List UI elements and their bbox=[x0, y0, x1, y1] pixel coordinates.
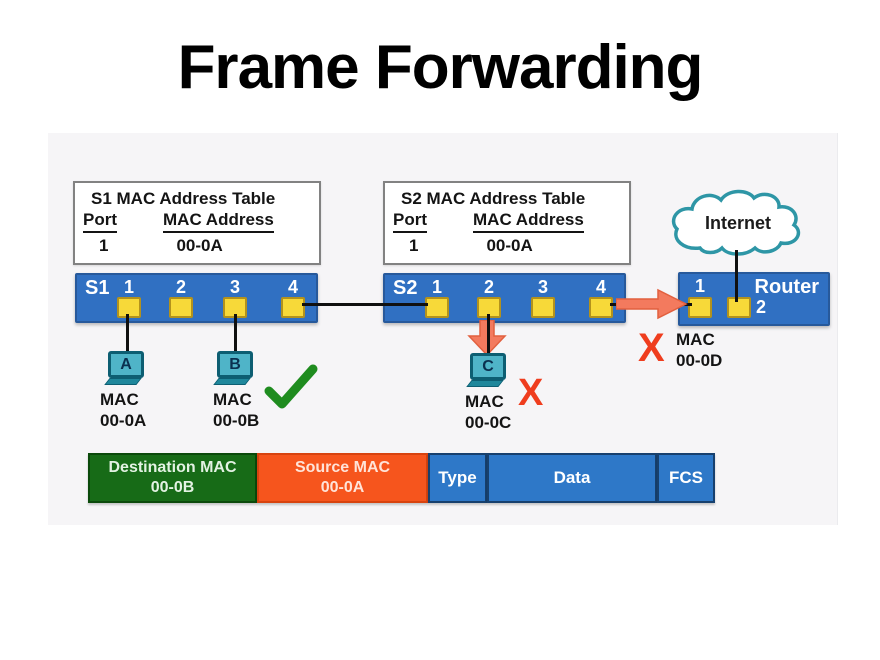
switch-s2: S2 1 2 3 4 bbox=[383, 273, 626, 323]
wire-cloud-router bbox=[735, 250, 738, 302]
forward-arrow-icon bbox=[616, 288, 688, 320]
host-b-letter: B bbox=[229, 355, 241, 373]
host-b-keyboard-icon bbox=[213, 378, 251, 385]
router-port-1-number: 1 bbox=[695, 276, 706, 296]
frame-destination-mac: Destination MAC 00-0B bbox=[88, 453, 257, 503]
host-b-mac-label: MAC bbox=[213, 390, 252, 409]
s2-mac-table: S2 MAC Address Table Port MAC Address 1 … bbox=[383, 181, 631, 265]
router-label: Router bbox=[754, 276, 819, 298]
switch-s2-label: S2 bbox=[393, 277, 418, 299]
internet-label: Internet bbox=[704, 213, 771, 233]
check-mark-icon bbox=[264, 364, 318, 409]
s1-table-title: S1 MAC Address Table bbox=[91, 189, 276, 208]
frame-source-value: 00-0A bbox=[320, 479, 365, 496]
s1-port-2-number: 2 bbox=[175, 277, 186, 297]
host-a: A bbox=[104, 351, 148, 385]
host-b-computer-icon: B bbox=[217, 351, 253, 378]
frame-data-label: Data bbox=[553, 468, 591, 487]
frame-source-mac: Source MAC 00-0A bbox=[257, 453, 428, 503]
router-mac: MAC 00-0D bbox=[676, 329, 722, 371]
host-b-mac-value: 00-0B bbox=[213, 411, 260, 430]
s2-mac-header: MAC Address bbox=[473, 210, 584, 233]
host-c-mac-value: 00-0C bbox=[465, 413, 512, 432]
frame-source-label: Source MAC bbox=[294, 459, 391, 476]
s2-port-3: 3 bbox=[531, 277, 555, 318]
s1-port-header: Port bbox=[83, 210, 117, 233]
host-c-mac: MAC 00-0C bbox=[465, 391, 511, 433]
frame-type-label: Type bbox=[438, 468, 477, 487]
internet-cloud-icon bbox=[671, 189, 801, 256]
s1-port-1-number: 1 bbox=[123, 277, 134, 297]
s1-port-4-number: 4 bbox=[287, 277, 298, 297]
wire-s1-hostB bbox=[234, 314, 237, 356]
s1-port-2: 2 bbox=[169, 277, 193, 318]
slide-title: Frame Forwarding bbox=[177, 33, 704, 102]
s2-port-1-number: 1 bbox=[431, 277, 442, 297]
s2-port-1: 1 bbox=[425, 277, 449, 318]
host-c: C bbox=[466, 353, 510, 387]
s2-table-row: 1 00-0A bbox=[409, 236, 629, 256]
s2-table-title: S2 MAC Address Table bbox=[401, 189, 586, 208]
s1-row-mac: 00-0A bbox=[176, 236, 223, 255]
s2-table-header: Port MAC Address bbox=[393, 210, 629, 233]
wire-s1-hostA bbox=[126, 314, 129, 356]
x-mark-router: X bbox=[638, 326, 665, 370]
s1-table-header: Port MAC Address bbox=[83, 210, 319, 233]
s2-row-port: 1 bbox=[409, 236, 419, 255]
frame-fcs: FCS bbox=[657, 453, 715, 503]
frame-data: Data bbox=[487, 453, 657, 503]
wire-s1-s2 bbox=[302, 303, 428, 306]
s1-port-1: 1 bbox=[117, 277, 141, 318]
wire-s2-hostC bbox=[487, 314, 490, 354]
s1-table-row: 1 00-0A bbox=[99, 236, 319, 256]
host-b: B bbox=[213, 351, 257, 385]
s1-port-3-number: 3 bbox=[229, 277, 240, 297]
x-mark-host-c: X bbox=[518, 372, 544, 414]
s2-port-4-number: 4 bbox=[595, 277, 606, 297]
frame-fcs-label: FCS bbox=[669, 468, 703, 487]
s2-port-1-jack bbox=[425, 297, 449, 318]
router: Router 1 2 bbox=[678, 272, 830, 326]
switch-s1-label: S1 bbox=[85, 277, 110, 299]
frame-destination-label: Destination MAC bbox=[108, 459, 237, 476]
host-a-mac-value: 00-0A bbox=[100, 411, 147, 430]
host-c-keyboard-icon bbox=[466, 380, 504, 387]
s1-port-1-jack bbox=[117, 297, 141, 318]
switch-s1: S1 1 2 3 4 bbox=[75, 273, 318, 323]
host-a-letter: A bbox=[120, 355, 132, 373]
s2-row-mac: 00-0A bbox=[486, 236, 533, 255]
router-port-1-jack bbox=[688, 297, 712, 318]
s2-port-3-jack bbox=[531, 297, 555, 318]
host-c-computer-icon: C bbox=[470, 353, 506, 380]
host-a-computer-icon: A bbox=[108, 351, 144, 378]
s2-port-3-number: 3 bbox=[537, 277, 548, 297]
host-b-mac: MAC 00-0B bbox=[213, 389, 259, 431]
s2-port-2-number: 2 bbox=[483, 277, 494, 297]
s1-port-2-jack bbox=[169, 297, 193, 318]
router-port-2-jack bbox=[727, 297, 751, 318]
s1-mac-header: MAC Address bbox=[163, 210, 274, 233]
s1-mac-table: S1 MAC Address Table Port MAC Address 1 … bbox=[73, 181, 321, 265]
router-port-2-number: 2 bbox=[756, 297, 767, 317]
s2-port-4-jack bbox=[589, 297, 613, 318]
frame-destination-value: 00-0B bbox=[150, 479, 195, 496]
host-c-mac-label: MAC bbox=[465, 392, 504, 411]
s1-row-port: 1 bbox=[99, 236, 109, 255]
s1-port-4-jack bbox=[281, 297, 305, 318]
host-a-mac: MAC 00-0A bbox=[100, 389, 146, 431]
host-c-letter: C bbox=[482, 357, 494, 375]
host-a-mac-label: MAC bbox=[100, 390, 139, 409]
s1-port-3: 3 bbox=[223, 277, 247, 318]
s1-port-4: 4 bbox=[281, 277, 305, 318]
router-mac-value: 00-0D bbox=[676, 351, 723, 370]
s2-port-4: 4 bbox=[589, 277, 613, 318]
router-mac-label: MAC bbox=[676, 330, 715, 349]
s2-port-2: 2 bbox=[477, 277, 501, 318]
host-a-keyboard-icon bbox=[104, 378, 142, 385]
frame-type: Type bbox=[428, 453, 487, 503]
s2-port-header: Port bbox=[393, 210, 427, 233]
